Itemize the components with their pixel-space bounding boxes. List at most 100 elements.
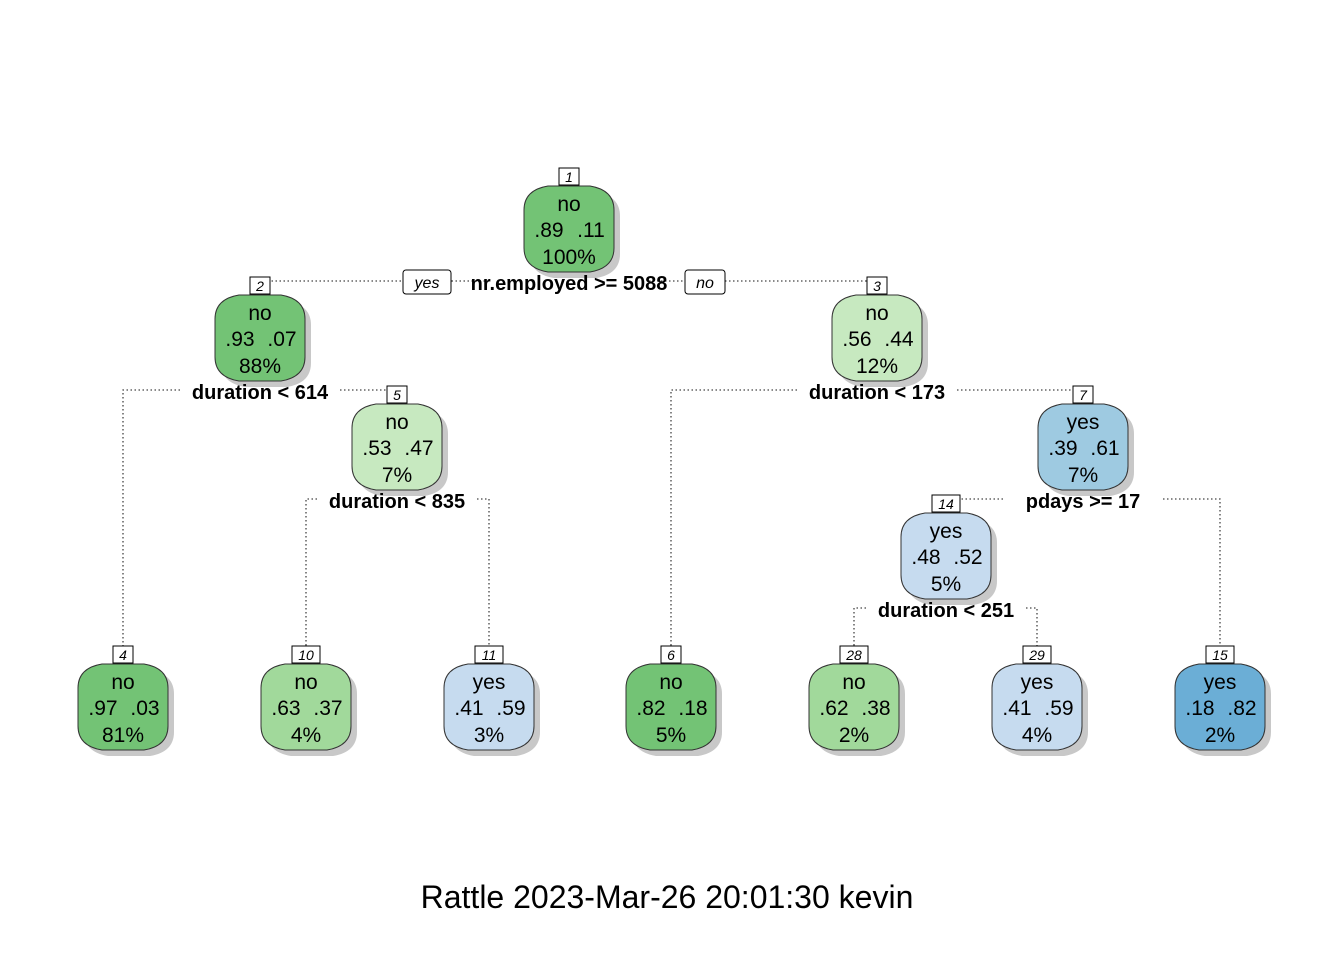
tree-node-5: 5 no .53 .47 7% [351, 385, 448, 496]
node-prob-no: .48 [911, 546, 940, 569]
node-id-label: 15 [1212, 647, 1228, 663]
tree-edge-1-2 [259, 280, 489, 285]
node-id-label: 3 [873, 278, 881, 294]
node-prob-no: .56 [842, 328, 871, 351]
node-prob-yes: .61 [1090, 437, 1119, 460]
node-percent: 100% [542, 246, 596, 269]
node-prob-no: .89 [534, 219, 563, 242]
tree-node-6: 6no.82.185% [625, 645, 722, 756]
node-prob-yes: .18 [678, 697, 707, 720]
node-class-label: no [294, 671, 317, 694]
node-class-label: no [385, 411, 408, 434]
node-percent: 3% [474, 724, 504, 747]
node-id-box [1022, 645, 1052, 664]
node-id-label: 14 [938, 496, 954, 512]
node-class-label: yes [930, 520, 963, 543]
node-prob-no: .41 [454, 697, 483, 720]
node-id-box [386, 385, 408, 404]
node-box [1037, 403, 1129, 491]
node-percent: 5% [656, 724, 686, 747]
node-prob-no: .18 [1185, 697, 1214, 720]
node-class-label: no [659, 671, 682, 694]
node-prob-no: .63 [271, 697, 300, 720]
node-percent: 4% [1022, 724, 1052, 747]
node-box [625, 663, 717, 751]
node-prob-yes: .47 [404, 437, 433, 460]
node-percent: 4% [291, 724, 321, 747]
node-prob-yes: .59 [1044, 697, 1073, 720]
node-class-label: no [557, 193, 580, 216]
node-percent: 81% [102, 724, 144, 747]
node-box [443, 663, 535, 751]
node-class-label: yes [473, 671, 506, 694]
node-box [523, 185, 615, 273]
node-box [351, 403, 443, 491]
tree-edge-1-3 [649, 280, 878, 285]
node-id-label: 7 [1079, 387, 1088, 403]
node-box [808, 663, 900, 751]
node-prob-yes: .03 [130, 697, 159, 720]
node-prob-yes: .44 [884, 328, 914, 351]
branch-yes-box [402, 269, 452, 295]
node-prob-yes: .11 [577, 219, 605, 242]
node-id-box [291, 645, 321, 664]
node-box [991, 663, 1083, 751]
node-id-label: 10 [298, 647, 314, 663]
tree-node-10: 10 no .63 .37 4% [260, 645, 357, 756]
node-id-box [839, 645, 869, 664]
tree-node-14: 14 yes .48 .52 5% [900, 494, 997, 605]
node-prob-no: .62 [819, 697, 848, 720]
split-label-3: duration < 173 [809, 382, 945, 404]
node-id-label: 2 [255, 278, 264, 294]
branch-yes-label: yes [414, 275, 440, 292]
tree-edge-14-28 [853, 607, 866, 654]
node-class-label: no [248, 302, 271, 325]
node-prob-no: .53 [362, 437, 391, 460]
node-prob-yes: .82 [1227, 697, 1256, 720]
tree-edge-2-4 [122, 389, 180, 654]
node-id-box [1072, 385, 1094, 404]
node-class-label: no [111, 671, 134, 694]
split-label-5: duration < 835 [329, 491, 465, 513]
tree-edge-3-6 [670, 389, 797, 654]
node-id-label: 1 [565, 169, 573, 185]
tree-node-2: 2 no .93 .07 88% [214, 276, 311, 387]
node-box [260, 663, 352, 751]
node-id-box [1205, 645, 1235, 664]
node-box [214, 294, 306, 382]
node-percent: 88% [239, 355, 281, 378]
node-box [900, 512, 992, 600]
branch-no-label: no [696, 275, 714, 292]
node-class-label: no [842, 671, 865, 694]
node-prob-no: .82 [636, 697, 665, 720]
node-id-box [112, 645, 134, 664]
node-id-label: 4 [119, 647, 127, 663]
node-prob-no: .41 [1002, 697, 1031, 720]
tree-edge-3-7 [957, 389, 1084, 394]
node-prob-no: .93 [225, 328, 254, 351]
node-prob-yes: .52 [953, 546, 982, 569]
node-id-box [558, 167, 580, 186]
node-id-label: 29 [1028, 647, 1045, 663]
node-class-label: no [865, 302, 888, 325]
node-prob-yes: .37 [313, 697, 342, 720]
node-prob-yes: .07 [267, 328, 296, 351]
node-id-label: 5 [393, 387, 401, 403]
tree-edge-7-15 [1163, 498, 1221, 654]
node-percent: 5% [931, 573, 961, 596]
node-class-label: yes [1204, 671, 1237, 694]
branch-no-box [684, 269, 726, 295]
node-class-label: yes [1021, 671, 1054, 694]
node-box [77, 663, 169, 751]
node-id-box [474, 645, 504, 664]
node-id-label: 11 [482, 647, 497, 663]
tree-edge-5-11 [477, 498, 490, 654]
tree-nodes: 1no.89.11100%2no.93.0788%3no.56.4412%5no… [77, 167, 1271, 756]
node-percent: 7% [382, 464, 412, 487]
